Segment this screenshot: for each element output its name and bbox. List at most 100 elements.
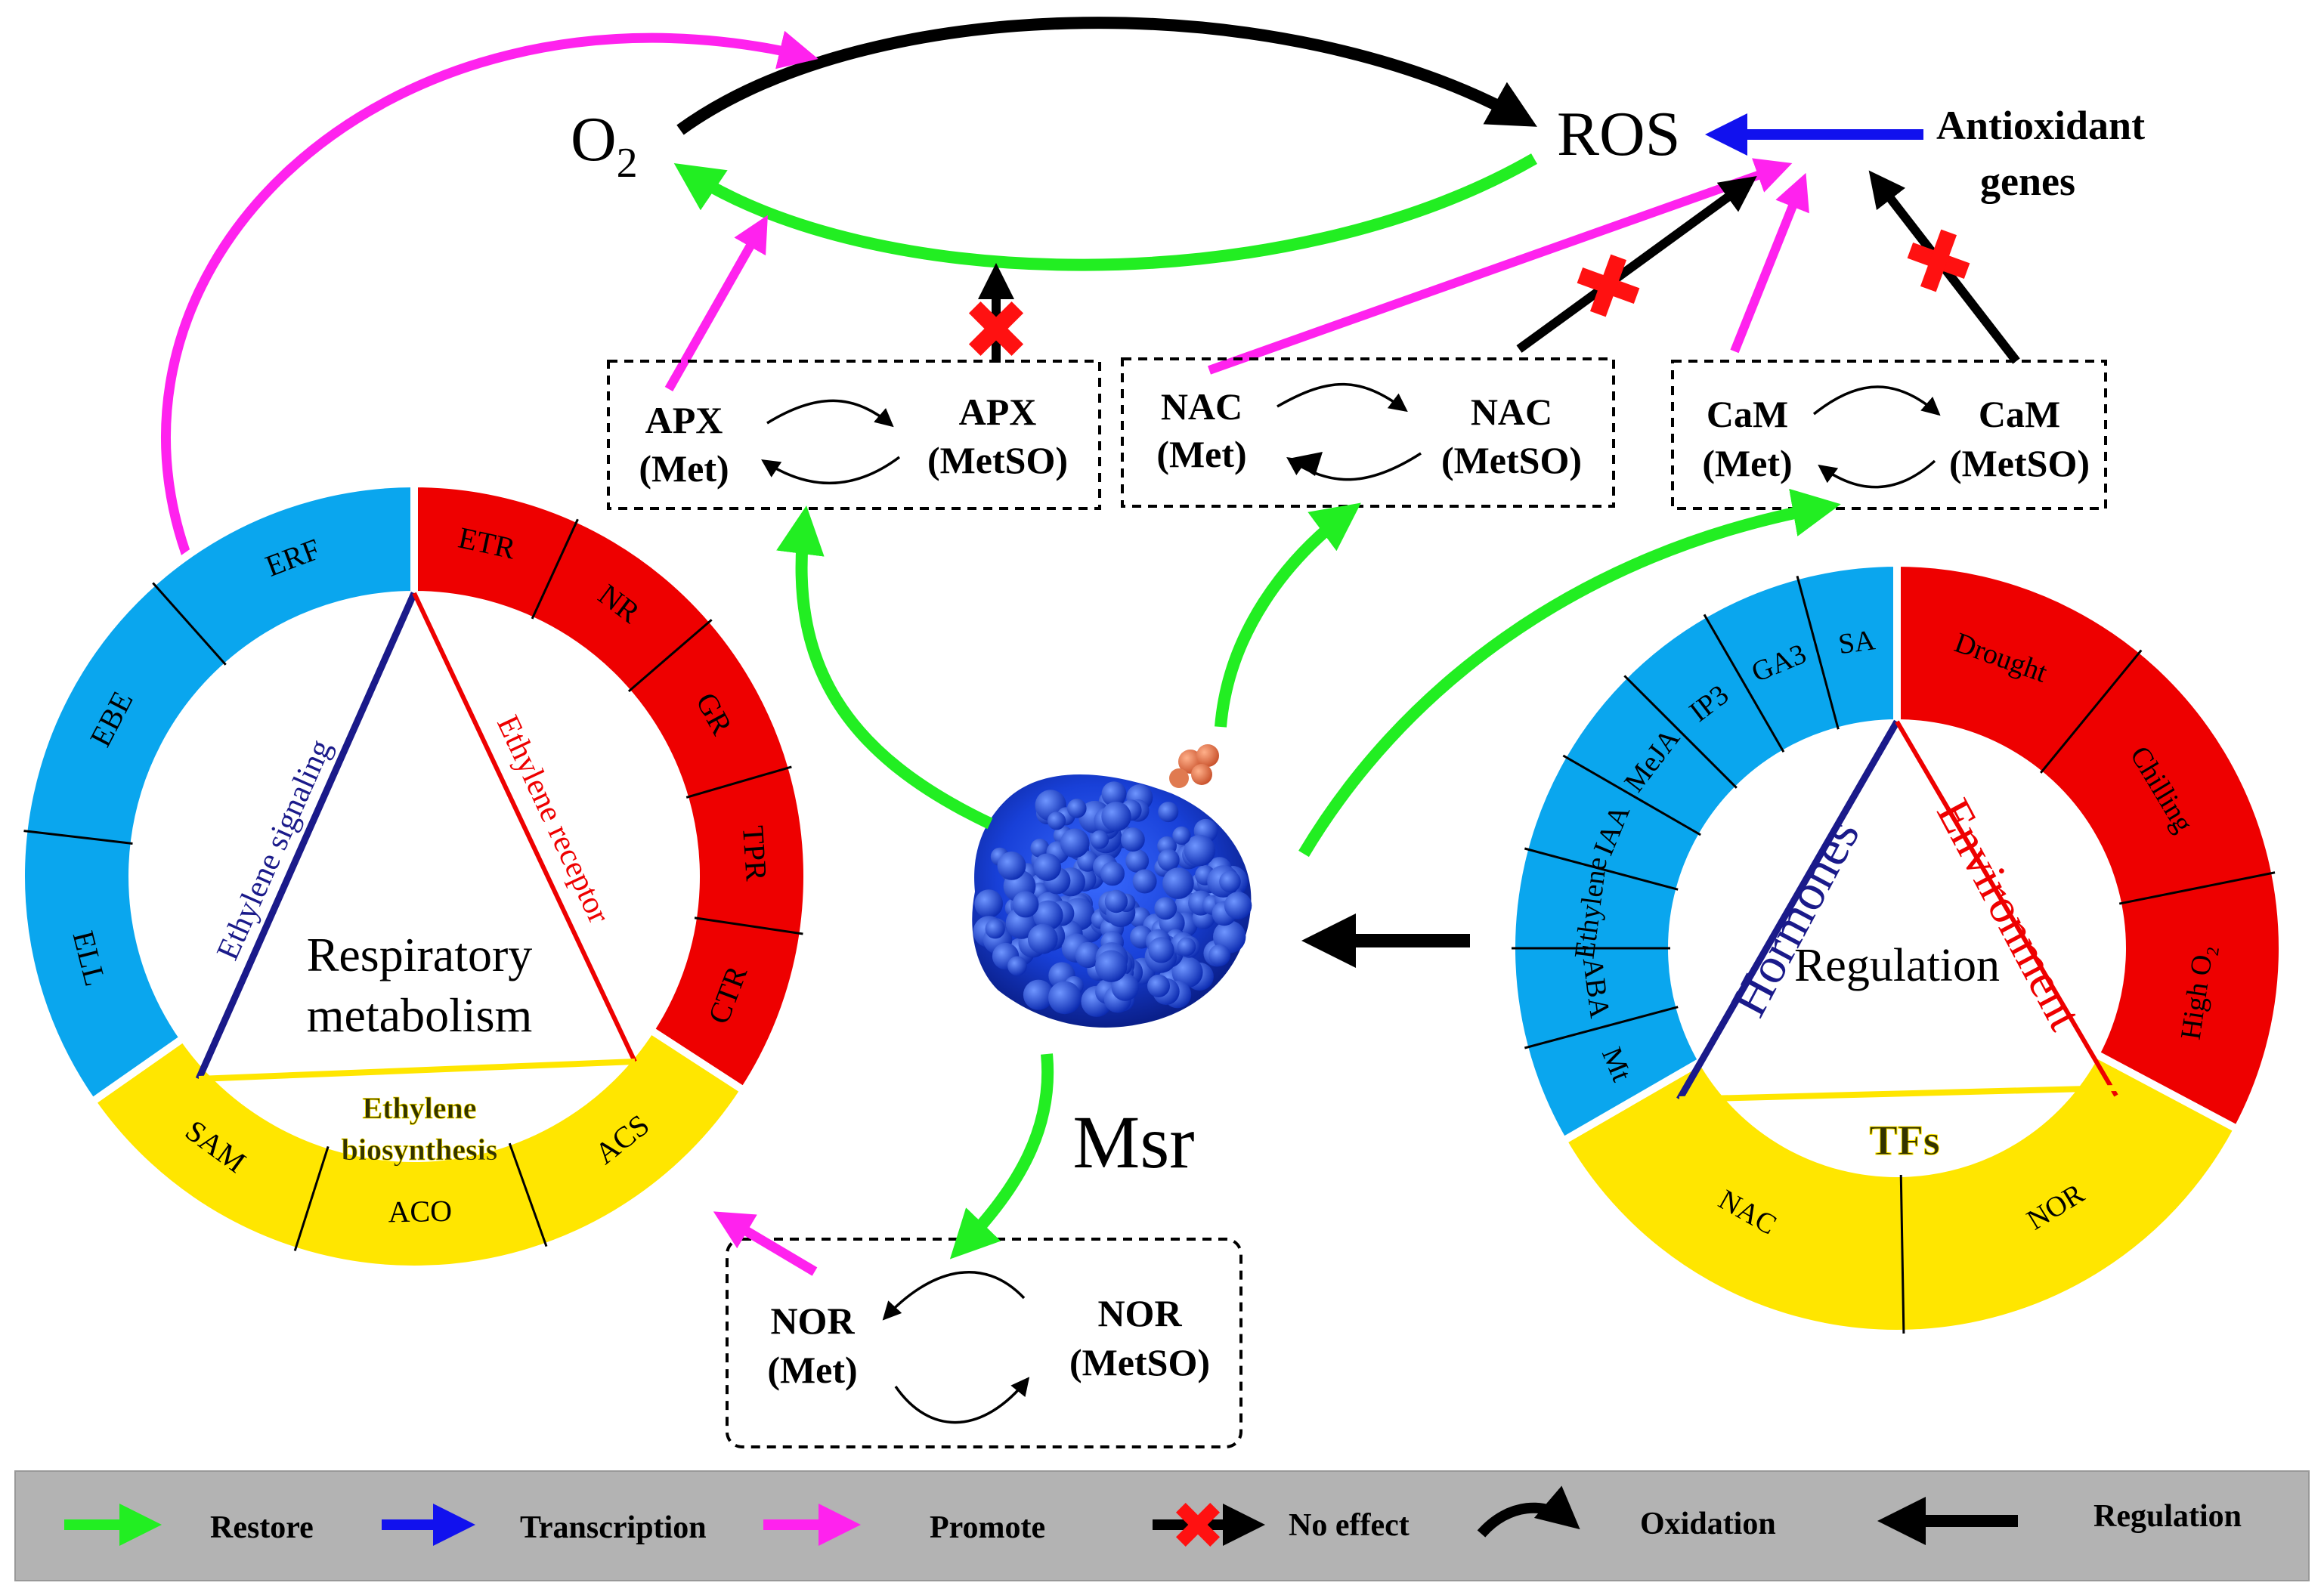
svg-text:NOR: NOR — [1097, 1292, 1182, 1334]
msr-restore-apx-arrow — [776, 505, 993, 830]
svg-text:(Met): (Met) — [639, 447, 729, 490]
svg-text:(Met): (Met) — [767, 1349, 857, 1391]
protein-atom — [1033, 853, 1062, 881]
msr-restore-cam-arrow — [1298, 488, 1841, 858]
no-effect-x-mark — [968, 301, 1024, 357]
svg-text:(Met): (Met) — [1702, 442, 1792, 484]
protein-atom — [1075, 941, 1101, 969]
regulation-label: Regulation — [1794, 940, 2000, 991]
svg-text:(MetSO): (MetSO) — [1949, 442, 2090, 484]
no-effect-x-mark — [1907, 229, 1970, 292]
apx-met-promote-arrow — [664, 215, 768, 391]
ethylene-biosynthesis-label-1: Ethylene — [362, 1091, 476, 1125]
wheel-divider — [2039, 649, 2143, 774]
wheel-segment-label: TPR — [736, 824, 774, 883]
protein-atom — [1027, 923, 1058, 954]
svg-text:(MetSO): (MetSO) — [927, 439, 1068, 481]
no-effect-x-mark — [1577, 254, 1640, 317]
protein-atom — [1158, 802, 1179, 823]
ros-to-o2-restore-arrow — [673, 153, 1537, 271]
protein-atom — [974, 889, 1003, 918]
wheel-divider — [694, 917, 803, 935]
protein-atom — [1047, 811, 1066, 830]
wheel-divider — [1524, 847, 1679, 891]
ros-label: ROS — [1557, 99, 1680, 169]
protein-atom — [1208, 944, 1230, 966]
svg-text:O2: O2 — [571, 104, 638, 187]
respiratory-metabolism-label-2: metabolism — [307, 988, 533, 1042]
wheel-divider — [1623, 675, 1738, 789]
svg-text:NAC: NAC — [1161, 385, 1242, 428]
wheel-divider — [685, 765, 792, 799]
cam-box: CaM (Met) CaM (MetSO) — [1671, 360, 2107, 510]
wheel-segment-label: ABA — [1577, 956, 1616, 1021]
protein-atom — [1101, 802, 1131, 832]
wheel-divider — [23, 830, 133, 845]
protein-atom — [985, 919, 1005, 939]
o2-label: O2 — [571, 104, 638, 187]
wheel-divider — [2118, 871, 2276, 905]
o2-to-ros-arrow — [676, 17, 1537, 135]
protein-atom — [1104, 889, 1128, 913]
nor-promote-acs-arrow — [713, 1211, 818, 1276]
msr-restore-nor-arrow — [949, 1053, 1054, 1260]
protein-atom — [1060, 828, 1090, 858]
legend: Restore Transcription Promote No effect … — [14, 1470, 2310, 1581]
ethylene-biosynthesis-label-2: biosynthesis — [342, 1133, 498, 1167]
nac-met-promote-arrow — [1207, 158, 1793, 375]
nac-metso-noeffect-arrow — [1516, 175, 1757, 353]
protein-atom — [1184, 834, 1216, 867]
wheel-divider — [1899, 1174, 1905, 1334]
protein-atom — [1172, 826, 1191, 845]
wheel-divider — [1562, 754, 1701, 836]
protein-atom — [1162, 867, 1194, 899]
msr-protein-icon — [972, 744, 1252, 1028]
protein-atom — [1095, 950, 1128, 982]
erf-promote-arrow — [161, 30, 819, 607]
protein-atom — [1007, 956, 1027, 976]
protein-atom — [1090, 830, 1109, 849]
msr-restore-nac-arrow — [1215, 502, 1361, 728]
wheel-divider — [627, 619, 713, 693]
protein-atom — [1177, 937, 1196, 957]
protein-atom — [1100, 861, 1125, 886]
protein-atom — [1030, 839, 1050, 858]
svg-text:APX: APX — [959, 391, 1037, 433]
nor-box: NOR (Met) NOR (MetSO) — [726, 1238, 1242, 1448]
antioxidant-genes-label-1: Antioxidant — [1936, 103, 2145, 148]
protein-atom — [1157, 849, 1180, 871]
wheel-divider — [1524, 1006, 1679, 1049]
protein-atom — [1121, 827, 1145, 852]
msr-label: Msr — [1072, 1100, 1194, 1184]
apx-box: APX (Met) APX (MetSO) — [607, 360, 1101, 510]
protein-atom — [1132, 869, 1157, 894]
protein-atom — [1171, 957, 1203, 988]
protein-atom — [1067, 799, 1087, 818]
protein-atom — [1101, 781, 1127, 807]
antioxidant-genes-label-2: genes — [1980, 159, 2075, 204]
protein-atom — [1147, 974, 1170, 997]
legend-no-effect: No effect — [1289, 1508, 1410, 1543]
wheel-divider — [531, 518, 579, 620]
legend-regulation: Regulation — [2093, 1499, 2242, 1534]
legend-transcription: Transcription — [520, 1510, 707, 1545]
svg-text:(Met): (Met) — [1156, 433, 1246, 475]
wheel-segment-label: SA — [1837, 624, 1877, 660]
svg-text:CaM: CaM — [1979, 393, 2060, 435]
svg-text:APX: APX — [645, 399, 723, 441]
nac-box: NAC (Met) NAC (MetSO) — [1121, 357, 1615, 508]
protein-atom — [997, 852, 1026, 880]
wheel-divider — [293, 1145, 330, 1251]
protein-atom — [1125, 849, 1150, 873]
wheel-divider — [508, 1142, 548, 1247]
protein-atom — [1033, 900, 1063, 931]
svg-text:(MetSO): (MetSO) — [1069, 1341, 1210, 1383]
wheel-divider — [1703, 614, 1785, 753]
protein-atom — [1154, 897, 1177, 920]
protein-atom — [1023, 979, 1054, 1010]
svg-text:(MetSO): (MetSO) — [1441, 439, 1582, 481]
protein-atom — [1224, 892, 1252, 920]
